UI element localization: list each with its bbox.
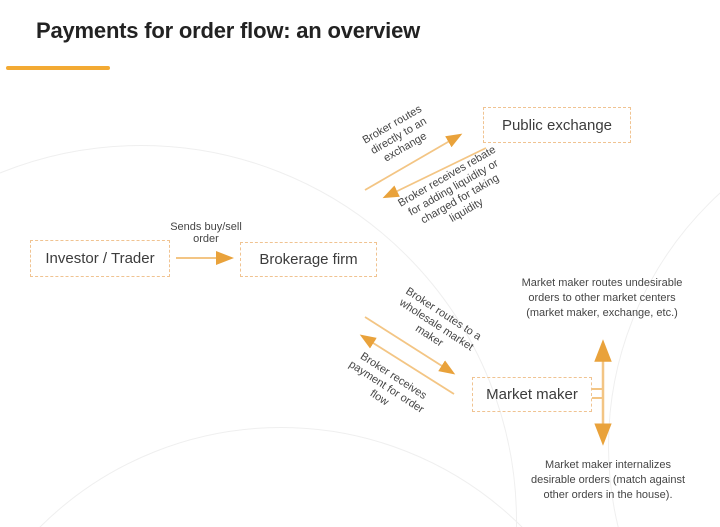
title-accent-underline (6, 66, 110, 70)
arrow-receives-payment (359, 334, 455, 395)
node-market-maker: Market maker (472, 377, 592, 412)
note-internalizes-desirable: Market maker internalizes desirable orde… (530, 459, 686, 501)
node-public-exchange: Public exchange (483, 107, 631, 143)
node-brokerage-label: Brokerage firm (259, 251, 358, 268)
arrow-receives-rebate (382, 147, 487, 199)
slide-title: Payments for order flow: an overview (36, 18, 421, 43)
node-investor-label: Investor / Trader (45, 250, 155, 267)
node-investor-trader: Investor / Trader (30, 240, 170, 277)
node-exchange-label: Public exchange (501, 116, 613, 134)
edge-label-sends-order: Sends buy/sell order (170, 221, 242, 245)
arrow-routes-wholesale (364, 316, 456, 375)
node-maker-label: Market maker (486, 386, 578, 403)
node-brokerage-firm: Brokerage firm (240, 242, 377, 277)
note-routes-undesirable: Market maker routes undesirable orders t… (521, 277, 683, 319)
arrow-routes-exchange (364, 133, 463, 191)
